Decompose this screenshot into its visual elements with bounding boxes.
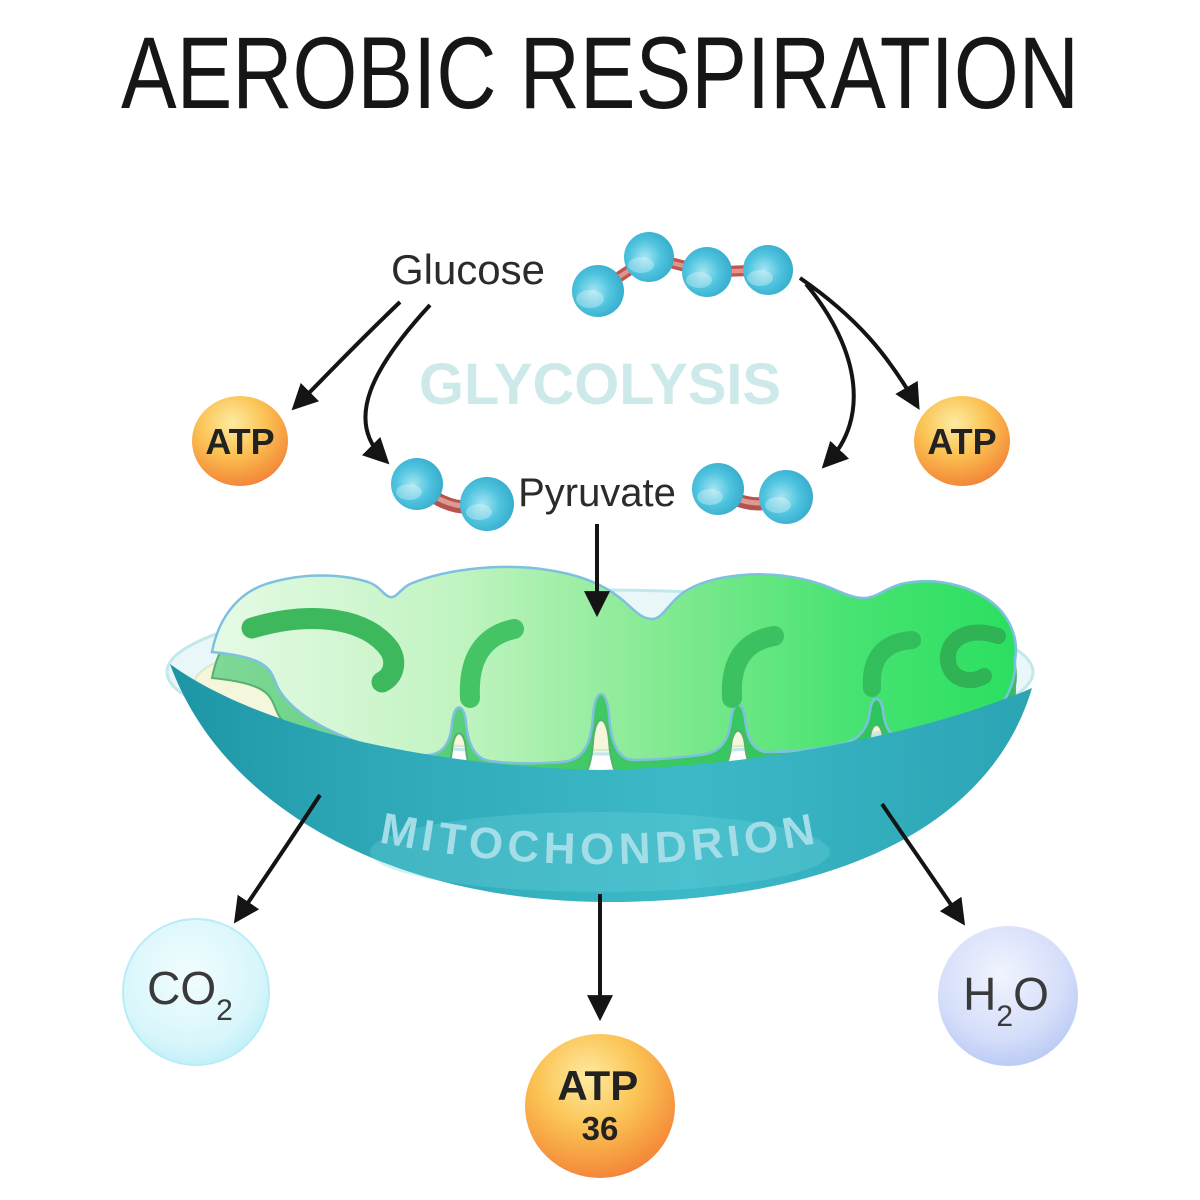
pyruvate-molecule-right <box>692 463 813 524</box>
atp-yield-text: ATP <box>557 1062 638 1109</box>
pyruvate-label: Pyruvate <box>518 471 676 515</box>
atp-yield-label: ATP 36 <box>557 1062 642 1147</box>
atp-yield-count: 36 <box>582 1110 619 1147</box>
sphere-highlight <box>576 290 604 308</box>
pyruvate-sphere <box>460 477 514 531</box>
co2-formula: CO <box>147 962 216 1014</box>
sphere-highlight <box>396 484 422 500</box>
sphere-highlight <box>628 257 654 273</box>
atp-right-label: ATP <box>927 421 996 462</box>
atp-yield-product: ATP 36 <box>525 1034 675 1178</box>
mitochondrion-illustration: MITOCHONDRION <box>165 565 1035 903</box>
outer-membrane-bowl <box>170 664 1032 903</box>
bowl-sheen <box>370 812 830 892</box>
glucose-sphere <box>743 245 793 295</box>
pyruvate-sphere <box>759 470 813 524</box>
atp-right: ATP <box>914 396 1010 486</box>
h2o-label: H2O <box>963 968 1049 1033</box>
atp-left: ATP <box>192 396 288 486</box>
atp-left-circle <box>192 396 288 486</box>
sphere-highlight <box>765 497 791 513</box>
sphere-highlight <box>686 272 712 288</box>
arrow-mitochondrion-to-h2o <box>880 802 966 926</box>
arrow-glucose-to-pyruvate-left <box>361 303 432 465</box>
arrow-glucose-to-atp-right <box>798 276 920 410</box>
h2o-o: O <box>1013 968 1049 1020</box>
co2-label: CO2 <box>147 962 233 1027</box>
arrow-glucose-to-atp-left <box>291 300 402 411</box>
sphere-highlight <box>466 504 492 520</box>
atp-yield-circle <box>525 1034 675 1178</box>
pyruvate-molecule-left <box>391 458 514 531</box>
co2-product: CO2 <box>122 918 270 1066</box>
h2o-circle <box>938 926 1078 1066</box>
glucose-molecule <box>572 232 793 317</box>
pyruvate-sphere <box>391 458 443 510</box>
atp-right-circle <box>914 396 1010 486</box>
flow-arrows <box>233 276 966 1022</box>
cristae-folds <box>241 608 1006 708</box>
glucose-label: Glucose <box>391 246 545 293</box>
sphere-highlight <box>697 489 723 505</box>
glucose-sphere <box>624 232 674 282</box>
h2o-h: H <box>963 968 996 1020</box>
glycolysis-stage-label: GLYCOLYSIS <box>419 352 781 417</box>
glucose-sphere <box>682 247 732 297</box>
co2-subscript: 2 <box>216 994 233 1027</box>
arrow-glucose-to-pyruvate-right <box>804 282 856 469</box>
atp-left-label: ATP <box>205 421 274 462</box>
glucose-sphere <box>572 265 624 317</box>
page-title: AEROBIC RESPIRATION <box>121 16 1079 130</box>
h2o-product: H2O <box>938 926 1078 1066</box>
sphere-highlight <box>747 270 773 286</box>
co2-circle <box>122 918 270 1066</box>
h2o-subscript: 2 <box>996 1000 1013 1033</box>
arrow-mitochondrion-to-co2 <box>233 793 322 924</box>
pyruvate-sphere <box>692 463 744 515</box>
